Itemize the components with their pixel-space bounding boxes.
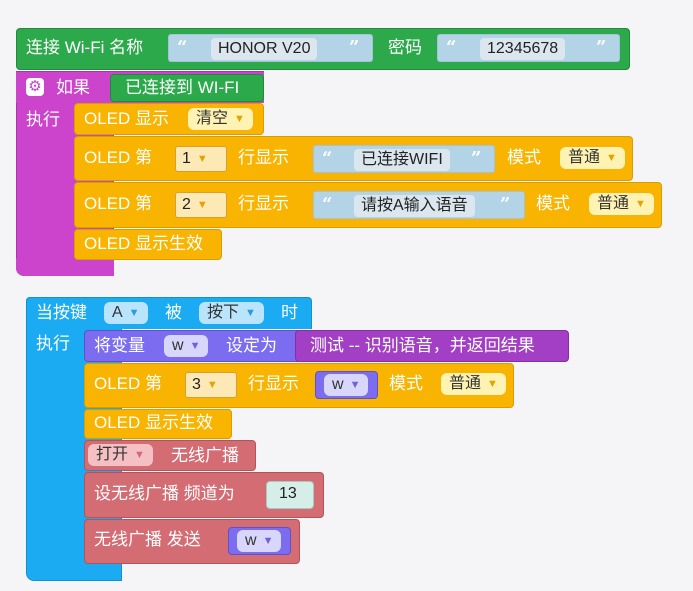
channel-number-input[interactable]: 13: [266, 481, 314, 509]
do-label: 执行: [26, 110, 60, 129]
radio-send-label: 无线广播 发送: [94, 530, 201, 549]
dropdown-arrow-icon: ▼: [487, 378, 498, 390]
set-to-label: 设定为: [226, 336, 277, 355]
dropdown-arrow-icon: ▼: [262, 535, 274, 547]
condition-label: 已连接到 WI-FI: [125, 78, 240, 97]
line3-variable-block[interactable]: w▼: [315, 371, 378, 399]
voice-recognize-label: 测试 -- 识别语音，并返回结果: [310, 336, 535, 355]
channel-number-value[interactable]: 13: [279, 485, 297, 502]
variable-dropdown[interactable]: w▼: [324, 374, 369, 396]
radio-send-block[interactable]: [84, 519, 300, 564]
open-quote-icon: “: [177, 37, 188, 58]
line2-text-value[interactable]: 请按A输入语音: [354, 195, 475, 217]
wifi-connected-condition[interactable]: [110, 74, 264, 102]
close-quote-icon: ”: [500, 194, 511, 215]
ssid-string[interactable]: “ HONOR V20 ”: [168, 34, 373, 62]
event-mid-label: 被: [165, 303, 182, 322]
dropdown-arrow-icon: ▼: [635, 198, 646, 210]
mode-dropdown[interactable]: 普通▼: [441, 373, 506, 395]
event-label: 当按键: [36, 303, 87, 322]
line-display-label: 行显示: [238, 194, 289, 213]
radio-channel-label: 设无线广播 频道为: [94, 484, 235, 503]
oled-line-prefix: OLED 第: [94, 374, 163, 393]
password-value[interactable]: 12345678: [480, 38, 566, 60]
close-quote-icon: ”: [349, 37, 360, 58]
radio-toggle-label: 无线广播: [171, 446, 239, 465]
oled-apply-label: OLED 显示生效: [84, 234, 204, 253]
mode-label: 模式: [536, 194, 570, 213]
dropdown-arrow-icon: ▼: [234, 113, 245, 125]
line1-text-string[interactable]: “ 已连接WIFI ”: [313, 145, 495, 173]
oled-line-prefix: OLED 第: [84, 148, 153, 167]
oled-line-prefix: OLED 第: [84, 194, 153, 213]
variable-dropdown[interactable]: w▼: [164, 335, 209, 357]
dropdown-arrow-icon: ▼: [128, 307, 140, 319]
key-event-header: [26, 297, 312, 329]
key-dropdown[interactable]: A▼: [104, 302, 148, 324]
open-quote-icon: “: [446, 37, 457, 58]
set-var-label: 将变量: [94, 336, 145, 355]
mode-label: 模式: [389, 374, 423, 393]
if-block-footer: [16, 258, 114, 276]
line1-text-value[interactable]: 已连接WIFI: [354, 149, 450, 171]
dropdown-arrow-icon: ▼: [206, 379, 218, 391]
password-string[interactable]: “ 12345678 ”: [437, 34, 620, 62]
line-number-dropdown[interactable]: 3▼: [185, 372, 237, 398]
variable-dropdown[interactable]: w▼: [237, 530, 282, 552]
dropdown-arrow-icon: ▼: [134, 449, 145, 461]
mode-dropdown[interactable]: 普通▼: [589, 193, 654, 215]
dropdown-arrow-icon: ▼: [189, 340, 201, 352]
oled-clear-label: OLED 显示: [84, 109, 170, 128]
voice-recognize-function[interactable]: [295, 330, 569, 362]
dropdown-arrow-icon: ▼: [196, 153, 208, 165]
dropdown-arrow-icon: ▼: [196, 199, 208, 211]
gear-icon[interactable]: ⚙: [26, 78, 44, 96]
oled-line3-block[interactable]: [84, 363, 514, 408]
press-dropdown[interactable]: 按下▼: [199, 302, 264, 324]
oled-apply-label: OLED 显示生效: [94, 413, 214, 432]
event-suffix-label: 时: [281, 303, 298, 322]
close-quote-icon: ”: [596, 37, 607, 58]
password-label: 密码: [388, 38, 422, 57]
radio-state-dropdown[interactable]: 打开▼: [88, 444, 153, 466]
line-number-dropdown[interactable]: 1▼: [175, 146, 227, 172]
oled-apply-block[interactable]: [74, 229, 222, 260]
mode-label: 模式: [507, 148, 541, 167]
open-quote-icon: “: [322, 194, 333, 215]
open-quote-icon: “: [322, 148, 333, 169]
if-label: 如果: [56, 78, 90, 97]
connect-wifi-label: 连接 Wi-Fi 名称: [26, 38, 144, 57]
ssid-value[interactable]: HONOR V20: [211, 38, 318, 60]
dropdown-arrow-icon: ▼: [349, 379, 361, 391]
line-display-label: 行显示: [248, 374, 299, 393]
dropdown-arrow-icon: ▼: [606, 152, 617, 164]
mode-dropdown[interactable]: 普通▼: [560, 147, 625, 169]
close-quote-icon: ”: [471, 148, 482, 169]
line2-text-string[interactable]: “ 请按A输入语音 ”: [313, 191, 525, 219]
line-display-label: 行显示: [238, 148, 289, 167]
line-number-dropdown[interactable]: 2▼: [175, 192, 227, 218]
oled-clear-dropdown[interactable]: 清空▼: [188, 108, 253, 130]
dropdown-arrow-icon: ▼: [245, 307, 256, 319]
oled-apply-block[interactable]: [84, 409, 232, 439]
do-label: 执行: [36, 334, 70, 353]
oled-line1-block[interactable]: [74, 136, 633, 181]
send-variable-block[interactable]: w▼: [228, 527, 291, 555]
